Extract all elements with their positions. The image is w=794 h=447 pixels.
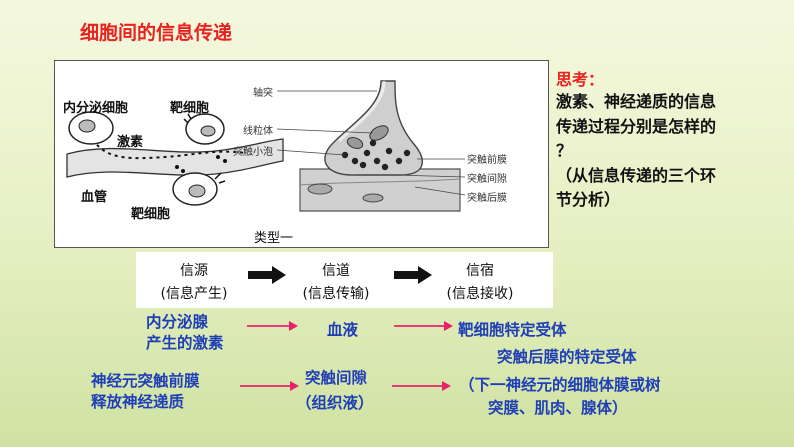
- flow-channel: 信道: [306, 260, 366, 280]
- presynaptic-membrane-label: 突触前膜: [467, 151, 507, 166]
- think-line: 激素、神经递质的信息: [556, 90, 781, 115]
- flow-source: 信源: [164, 260, 224, 280]
- think-line: （从信息传递的三个环: [556, 164, 781, 189]
- hormone-channel: 血液: [327, 320, 358, 341]
- think-line: 节分析）: [556, 188, 781, 213]
- flow-sink: 信宿: [450, 260, 510, 280]
- endocrine-cell-label: 内分泌细胞: [63, 97, 128, 116]
- neuro-sink-line1: 突触后膜的特定受体: [497, 347, 637, 368]
- think-question: 激素、神经递质的信息 传递过程分别是怎样的 ？ （从信息传递的三个环 节分析）: [556, 90, 781, 213]
- think-line: 传递过程分别是怎样的: [556, 115, 781, 140]
- neuro-sink-line2: （下一神经元的细胞体膜或树: [459, 375, 661, 396]
- think-heading: 思考：: [556, 66, 604, 90]
- neuro-sink-line3: 突膜、肌肉、腺体）: [488, 398, 628, 419]
- flow-sink-sub: (信息接收): [434, 283, 526, 303]
- diagram-panel: 内分泌细胞 靶细胞 激素 血管 靶细胞 轴突 线粒体 突触小泡 突触前膜 突触间…: [54, 60, 549, 248]
- postsynaptic-membrane-label: 突触后膜: [467, 189, 507, 204]
- neuro-source-line2: 释放神经递质: [91, 392, 184, 413]
- axon-label: 轴突: [253, 84, 273, 99]
- think-line: ？: [556, 139, 781, 164]
- slide-title: 细胞间的信息传递: [80, 18, 232, 45]
- flow-source-sub: (信息产生): [148, 283, 240, 303]
- vesicle-label: 突触小泡: [233, 143, 273, 158]
- synaptic-cleft-label: 突触间隙: [467, 170, 507, 185]
- pink-arrow-icon: [392, 380, 452, 392]
- hormone-sink: 靶细胞特定受体: [458, 320, 567, 341]
- hormone-source-line1: 内分泌腺: [146, 312, 208, 333]
- info-flow-panel: 信源 (信息产生) 信道 (信息传输) 信宿 (信息接收): [136, 252, 553, 308]
- hormone-source-line2: 产生的激素: [146, 333, 224, 354]
- diagram-caption: 类型一: [254, 227, 293, 246]
- pink-arrow-icon: [247, 320, 299, 332]
- hormone-label: 激素: [117, 131, 143, 150]
- target-cell-bottom-label: 靶细胞: [131, 203, 170, 222]
- mitochondria-label: 线粒体: [243, 122, 273, 137]
- neuro-source-line1: 神经元突触前膜: [91, 371, 200, 392]
- neuro-channel-line2: （组织液）: [296, 393, 374, 414]
- neuro-channel-line1: 突触间隙: [305, 368, 367, 389]
- target-cell-top-label: 靶细胞: [170, 97, 209, 116]
- flow-arrow-icon: [248, 266, 288, 284]
- flow-channel-sub: (信息传输): [290, 283, 382, 303]
- blood-vessel-label: 血管: [81, 186, 107, 205]
- pink-arrow-icon: [394, 320, 454, 332]
- pink-arrow-icon: [240, 380, 300, 392]
- flow-arrow-icon: [394, 266, 434, 284]
